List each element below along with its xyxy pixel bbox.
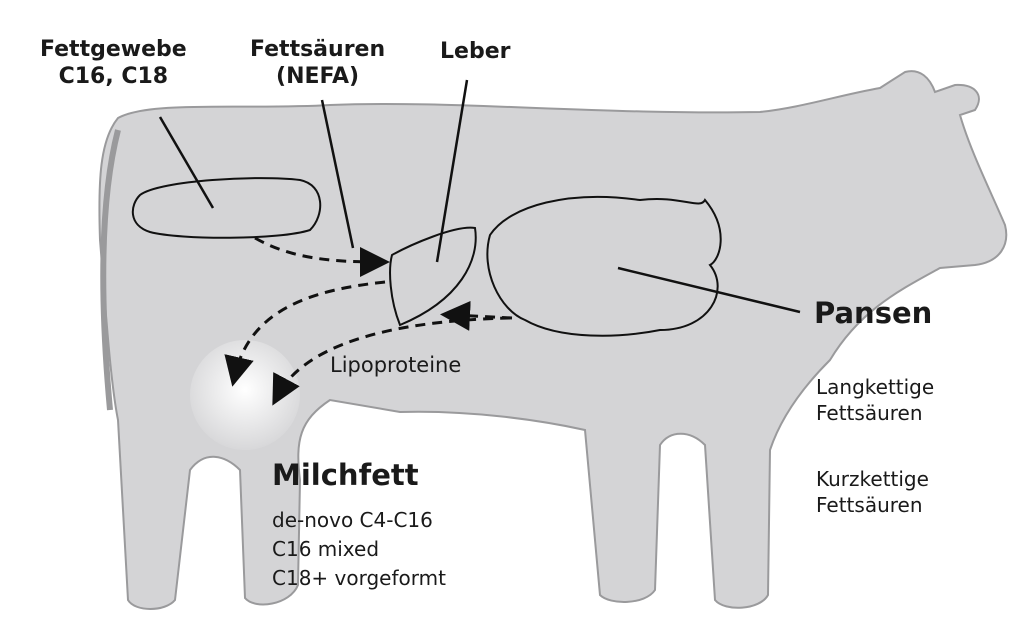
milchfett-item: C16 mixed — [272, 537, 380, 561]
label-line: Fettsäuren — [816, 493, 923, 517]
label-fettgewebe: Fettgewebe C16, C18 — [40, 36, 187, 90]
label-line: Fettsäuren — [816, 401, 923, 425]
label-leber: Leber — [440, 39, 511, 64]
tail — [100, 129, 121, 411]
milchfett-item: C18+ vorgeformt — [272, 566, 446, 590]
cow-silhouette — [98, 70, 1008, 610]
milchfett-title: Milchfett — [272, 458, 419, 492]
label-line: (NEFA) — [276, 64, 360, 89]
rumen-outline — [486, 195, 722, 337]
label-line: Kurzkettige — [816, 467, 929, 491]
label-lipoproteine: Lipoproteine — [330, 353, 462, 377]
label-fettsaeuren: Fettsäuren (NEFA) — [250, 36, 385, 90]
pansen-item-2: Kurzkettige Fettsäuren — [816, 466, 929, 518]
label-line: Langkettige — [816, 375, 935, 399]
label-line: Fettgewebe — [40, 37, 187, 62]
label-line: Fettsäuren — [250, 37, 386, 62]
udder — [190, 340, 300, 450]
milchfett-items: de-novo C4-C16 C16 mixed C18+ vorgeformt — [272, 506, 446, 593]
liver-outline — [389, 226, 477, 327]
fat-tissue-outline — [131, 177, 322, 239]
label-line: C16, C18 — [58, 64, 169, 89]
milchfett-item: de-novo C4-C16 — [272, 508, 433, 532]
pansen-item-1: Langkettige Fettsäuren — [816, 374, 934, 426]
pansen-title: Pansen — [814, 296, 933, 330]
